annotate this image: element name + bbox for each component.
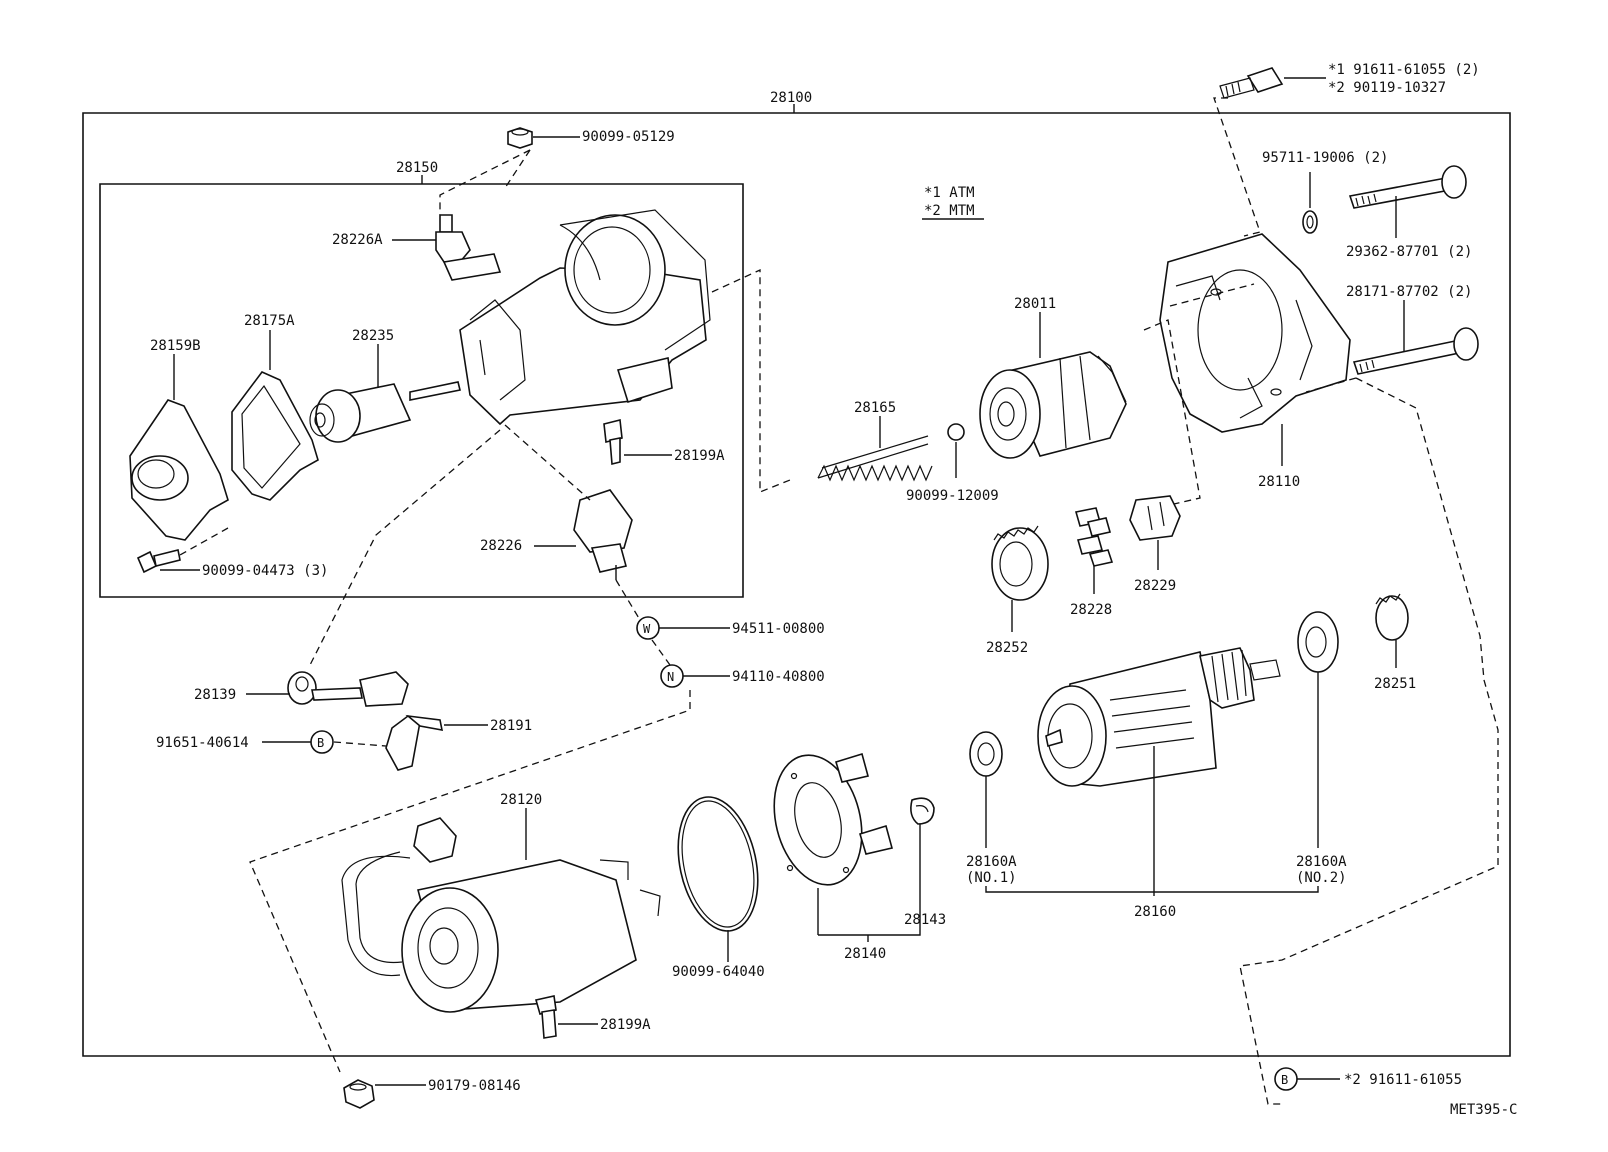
label-28150: 28150 xyxy=(396,160,438,176)
ball-90099-12009 xyxy=(947,423,965,478)
gear-28252 xyxy=(991,525,1049,632)
armature-28160 xyxy=(1037,647,1281,896)
nut-90099-05129 xyxy=(439,127,580,215)
diagram-code: MET395-C xyxy=(1450,1102,1517,1118)
legend-mtm: *2 MTM xyxy=(924,203,975,219)
o-ring-90099-64040 xyxy=(677,796,759,962)
field-frame-housing xyxy=(459,209,791,493)
washer-callout-w xyxy=(636,616,730,640)
washer-95711-19006 xyxy=(1302,172,1318,234)
label-28235: 28235 xyxy=(352,328,394,344)
label-28139: 28139 xyxy=(194,687,236,703)
yoke-28120 xyxy=(341,808,661,1013)
bracket-28191 xyxy=(262,714,488,771)
label-28191: 28191 xyxy=(490,718,532,734)
label-28140: 28140 xyxy=(844,946,886,962)
label-90099-04473: 90099-04473 (3) xyxy=(202,563,328,579)
label-28120: 28120 xyxy=(500,792,542,808)
label-90099-05129: 90099-05129 xyxy=(582,129,675,145)
screw-90099-04473 xyxy=(136,549,200,574)
brush-holder-28140 xyxy=(773,752,921,942)
label-94511-00800: 94511-00800 xyxy=(732,621,825,637)
label-28011: 28011 xyxy=(1014,296,1056,312)
bolt-callout-b-right xyxy=(1274,1067,1340,1091)
label-28226: 28226 xyxy=(480,538,522,554)
through-bolt-29362-87701 xyxy=(1348,165,1467,238)
spring-28165 xyxy=(817,416,933,482)
callout-b-right-letter: B xyxy=(1281,1073,1288,1087)
label-28159B: 28159B xyxy=(150,338,201,354)
label-28252: 28252 xyxy=(986,640,1028,656)
label-28165: 28165 xyxy=(854,400,896,416)
label-28199A-top: 28199A xyxy=(674,448,725,464)
pinion-gear-28251 xyxy=(1375,593,1409,668)
label-28100: 28100 xyxy=(770,90,812,106)
label-91611-61055-bottom: *2 91611-61055 xyxy=(1344,1072,1462,1088)
cover-28159B xyxy=(129,354,229,556)
label-28229: 28229 xyxy=(1134,578,1176,594)
plunger-28235 xyxy=(309,344,461,443)
label-28160: 28160 xyxy=(1134,904,1176,920)
label-28160A-no1-sub: (NO.1) xyxy=(966,870,1017,886)
label-91651-40614: 91651-40614 xyxy=(156,735,249,751)
label-28251: 28251 xyxy=(1374,676,1416,692)
legend-atm: *1 ATM xyxy=(924,185,975,201)
label-90099-64040: 90099-64040 xyxy=(672,964,765,980)
clutch-28011 xyxy=(979,312,1127,459)
label-28110: 28110 xyxy=(1258,474,1300,490)
spring-28143 xyxy=(910,797,935,825)
bolt-28199A-bottom xyxy=(534,995,598,1039)
rollers-28228 xyxy=(1074,507,1114,594)
label-28226A: 28226A xyxy=(332,232,383,248)
label-90119-10327-mtm: *2 90119-10327 xyxy=(1328,80,1446,96)
terminal-28226A xyxy=(392,214,502,281)
label-90179-08146: 90179-08146 xyxy=(428,1078,521,1094)
label-28160A-no1: 28160A xyxy=(966,854,1017,870)
bearing-28160A-no2 xyxy=(1297,611,1339,848)
callout-w-letter: W xyxy=(643,622,651,636)
terminal-28226 xyxy=(504,424,641,621)
label-28160A-no2-sub: (NO.2) xyxy=(1296,870,1347,886)
bearing-28160A-no1 xyxy=(969,731,1003,848)
bolt-91611-61055 xyxy=(1213,67,1326,237)
bolt-28199A-top xyxy=(603,419,672,466)
label-95711-19006: 95711-19006 (2) xyxy=(1262,150,1388,166)
callout-n-letter: N xyxy=(667,670,674,684)
end-frame-28110 xyxy=(1143,233,1351,505)
starter-assembly-frame xyxy=(82,104,1511,1057)
label-28160A-no2: 28160A xyxy=(1296,854,1347,870)
through-bolt-28171-87702 xyxy=(1239,300,1499,1105)
retainer-28229 xyxy=(1129,495,1181,570)
lead-wire-28139 xyxy=(246,429,501,707)
nut-callout-n xyxy=(249,639,730,1073)
label-28228: 28228 xyxy=(1070,602,1112,618)
label-28171-87702: 28171-87702 (2) xyxy=(1346,284,1472,300)
nut-90179-08146 xyxy=(343,1079,426,1109)
label-28143: 28143 xyxy=(904,912,946,928)
label-29362-87701: 29362-87701 (2) xyxy=(1346,244,1472,260)
label-28175A: 28175A xyxy=(244,313,295,329)
callout-b-left-letter: B xyxy=(317,736,324,750)
housing-subassembly-frame xyxy=(99,175,744,598)
label-94110-40800: 94110-40800 xyxy=(732,669,825,685)
gasket-28175A xyxy=(231,330,319,501)
label-90099-12009: 90099-12009 xyxy=(906,488,999,504)
label-28199A-bottom: 28199A xyxy=(600,1017,651,1033)
label-91611-61055-atm: *1 91611-61055 (2) xyxy=(1328,62,1480,78)
